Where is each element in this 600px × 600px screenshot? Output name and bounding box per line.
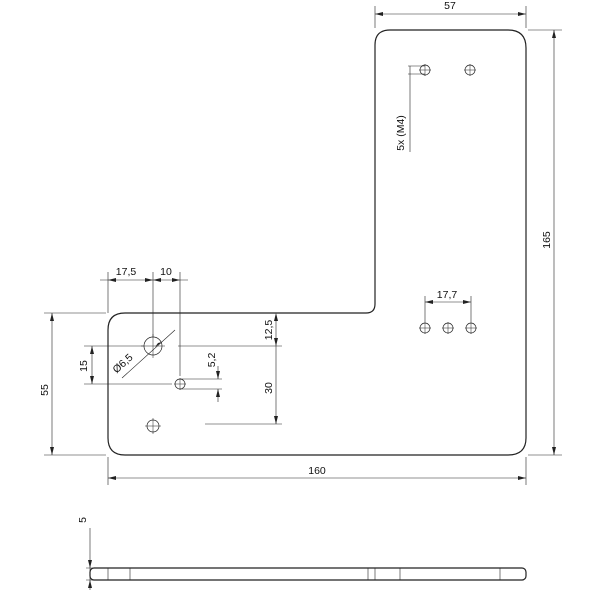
m4-hole-right-3	[465, 322, 477, 334]
dim-160-label: 160	[308, 465, 326, 477]
m4-hole-top-left	[408, 64, 431, 80]
m4-callout-label: 5x (M4)	[395, 115, 407, 151]
side-view	[89, 567, 527, 581]
m4-hole-left-bottom	[145, 418, 161, 434]
dim-30	[205, 346, 282, 425]
dim-15	[84, 345, 172, 385]
dim-5	[86, 528, 108, 590]
dim-57	[374, 6, 527, 28]
dim-12-5-label: 12,5	[263, 320, 275, 341]
dim-5-label: 5	[77, 517, 89, 523]
dim-165	[528, 29, 562, 456]
dim-160	[107, 457, 527, 485]
dim-5-2	[216, 366, 220, 402]
dim-15-label: 15	[78, 360, 90, 372]
dim-55	[44, 312, 106, 456]
slot-hole	[174, 378, 222, 390]
dim-17-5-label: 17,5	[116, 266, 137, 278]
m4-hole-top-right	[464, 64, 476, 76]
dim-12-5	[178, 313, 282, 347]
m4-hole-right-2	[442, 322, 454, 334]
dim-17-7	[424, 296, 472, 322]
m4-hole-right-1	[419, 322, 431, 334]
dim-diameter-leader	[121, 329, 176, 379]
dim-55-label: 55	[39, 384, 51, 396]
dim-10-label: 10	[160, 266, 172, 278]
dim-17-7-label: 17,7	[437, 289, 458, 301]
plate-outline	[107, 29, 527, 456]
dim-165-label: 165	[541, 231, 553, 249]
dim-57-label: 57	[444, 0, 456, 12]
dim-30-label: 30	[263, 382, 275, 394]
dim-17-5	[100, 272, 188, 376]
dim-5-2-label: 5,2	[206, 353, 218, 368]
